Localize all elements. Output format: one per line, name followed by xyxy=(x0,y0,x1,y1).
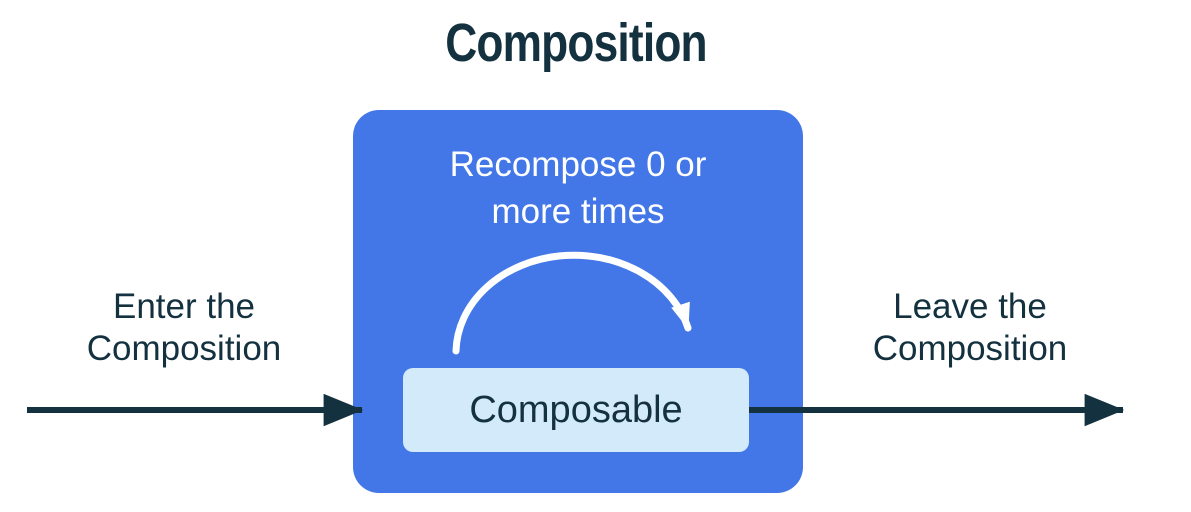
enter-composition-label: Enter the Composition xyxy=(86,287,282,368)
recompose-label: Recompose 0 or more times xyxy=(449,145,707,231)
composable-label: Composable xyxy=(469,388,683,431)
diagram-title: Composition xyxy=(445,13,707,73)
composable-box: Composable xyxy=(403,368,749,452)
composition-box: Recompose 0 or more times Composable xyxy=(353,110,803,493)
leave-composition-label: Leave the Composition xyxy=(872,287,1068,368)
